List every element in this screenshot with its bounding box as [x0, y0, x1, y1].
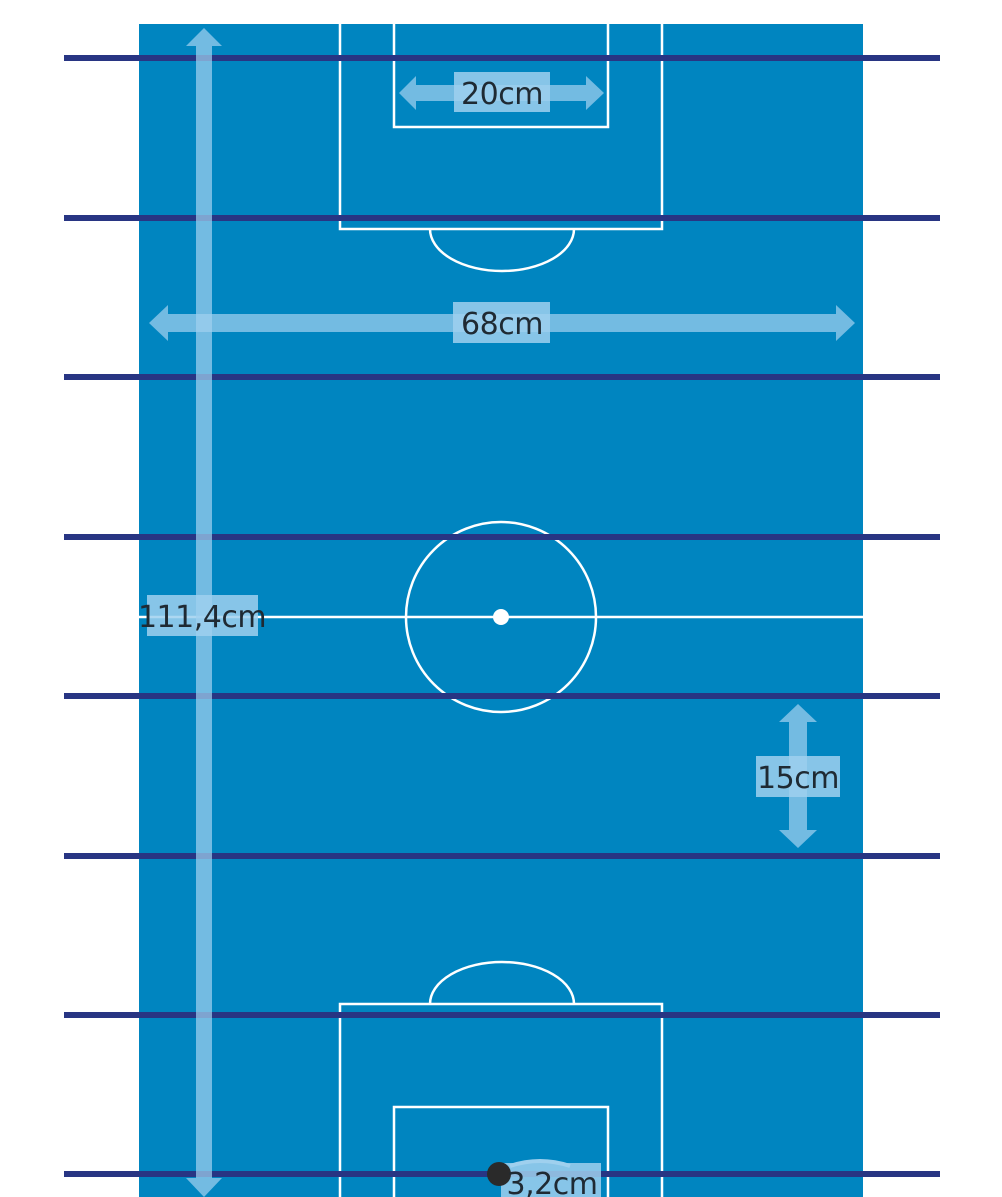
label-boxes: [147, 72, 840, 1197]
ball-size-label: 3,2cm: [507, 1167, 598, 1197]
field-width-label: 68cm: [461, 307, 543, 342]
field-length-label: 111,4cm: [138, 600, 266, 635]
bottom-penalty-arc: [428, 960, 576, 1005]
rod-spacing-label-box: [756, 756, 840, 797]
field-width-label-box: [453, 302, 550, 343]
center-circle: [404, 520, 598, 714]
goal-width-label-box: [454, 72, 550, 112]
ball-size-label-box: [501, 1163, 601, 1197]
bottom-penalty-area: [338, 1002, 664, 1197]
ball-icon: [487, 1162, 511, 1186]
top-penalty-area: [338, 24, 664, 231]
goal-width-label: 20cm: [461, 77, 543, 112]
field-length-label-box: [147, 595, 258, 636]
top-goal-area: [392, 24, 610, 129]
rod-spacing-label: 15cm: [757, 761, 839, 796]
center-spot: [493, 609, 509, 625]
top-penalty-arc: [428, 228, 576, 273]
ball-swoosh: [509, 1159, 571, 1168]
bottom-goal-area: [392, 1105, 610, 1197]
